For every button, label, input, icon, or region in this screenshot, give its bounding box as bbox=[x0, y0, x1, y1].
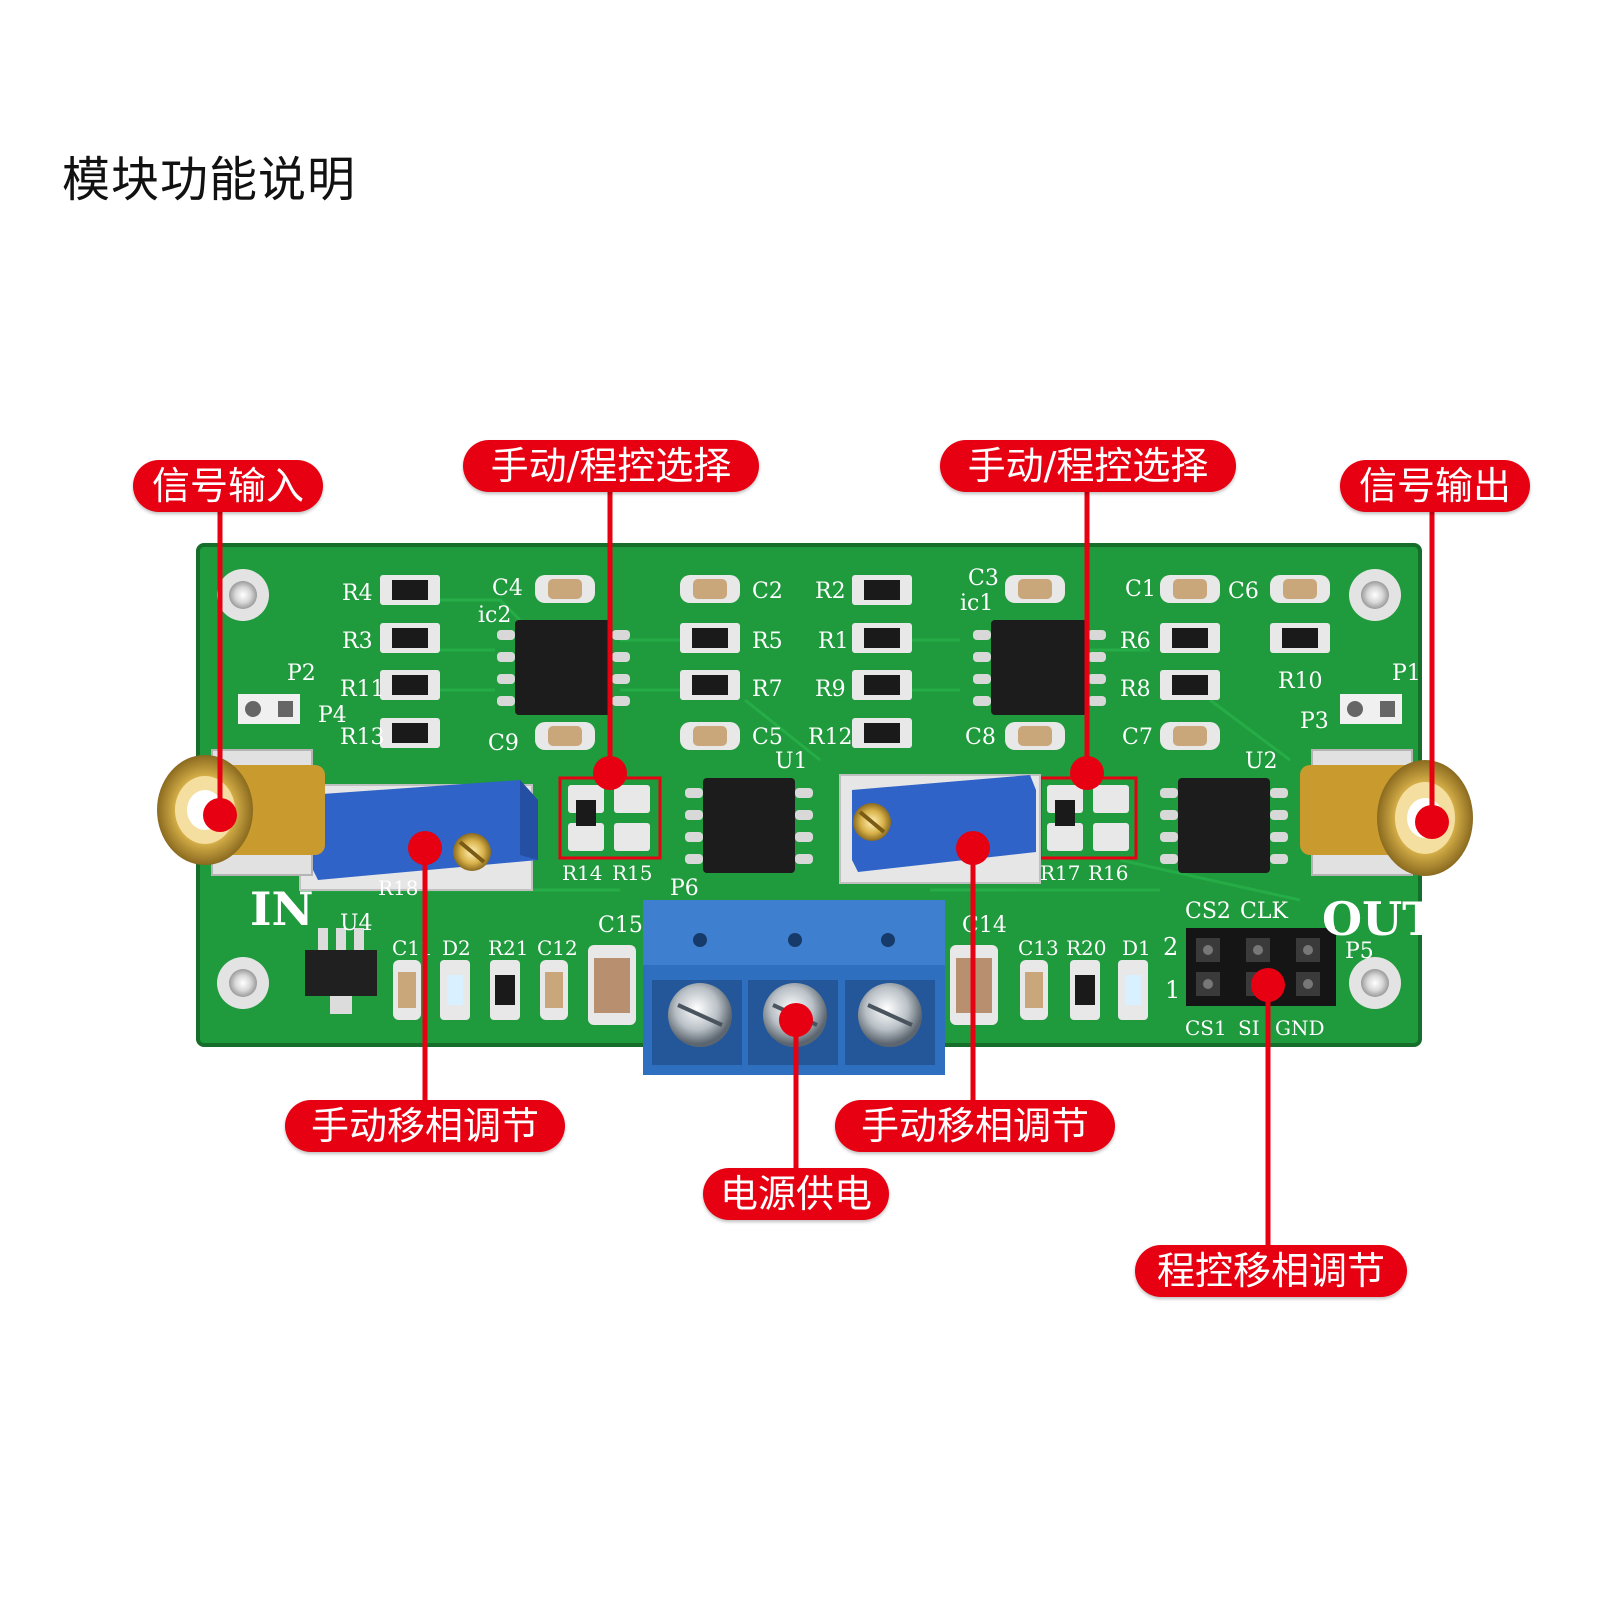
silk-p2: P2 bbox=[287, 661, 316, 686]
silk-ic1: ic1 bbox=[960, 591, 993, 616]
silk-r1: R1 bbox=[818, 629, 849, 654]
callout-select-left: 手动/程控选择 bbox=[463, 440, 759, 492]
silk-c14: C14 bbox=[962, 913, 1007, 938]
sma-connector-input bbox=[157, 749, 325, 876]
ic-chips bbox=[497, 620, 1288, 873]
silk-gnd: GND bbox=[1275, 1016, 1325, 1040]
silk-c3: C3 bbox=[968, 566, 999, 591]
callout-manual-left: 手动移相调节 bbox=[285, 1100, 565, 1152]
silk-r6: R6 bbox=[1120, 629, 1151, 654]
silk-p4: P4 bbox=[318, 703, 347, 728]
screw-terminal bbox=[643, 900, 945, 1075]
silk-r20: R20 bbox=[1066, 936, 1107, 960]
silk-c4: C4 bbox=[492, 576, 523, 601]
callout-signal-output: 信号输出 bbox=[1340, 460, 1530, 512]
silk-u1: U1 bbox=[775, 749, 808, 774]
silk-c6: C6 bbox=[1228, 579, 1259, 604]
silk-c1: C1 bbox=[1125, 577, 1156, 602]
silk-c9: C9 bbox=[488, 731, 519, 756]
silk-one: 1 bbox=[1165, 976, 1180, 1004]
silk-d2: D2 bbox=[442, 936, 471, 960]
silk-d1: D1 bbox=[1122, 936, 1151, 960]
silk-r10: R10 bbox=[1278, 669, 1323, 694]
header-p2 bbox=[238, 694, 300, 724]
silkscreen-labels: IN OUT R4 R3 R11 R13 P2 P4 C4 ic2 C9 C2 … bbox=[250, 566, 1436, 1040]
silk-r7: R7 bbox=[752, 677, 783, 702]
silk-c8: C8 bbox=[965, 725, 996, 750]
silk-r14: R14 bbox=[562, 861, 603, 885]
silk-r16: R16 bbox=[1088, 861, 1129, 885]
silk-ic2: ic2 bbox=[478, 603, 511, 628]
silk-r3: R3 bbox=[342, 629, 373, 654]
silk-c7: C7 bbox=[1122, 725, 1153, 750]
callout-power: 电源供电 bbox=[703, 1168, 889, 1220]
silk-r5: R5 bbox=[752, 629, 783, 654]
silk-c13: C13 bbox=[1018, 936, 1059, 960]
silk-si: SI bbox=[1238, 1016, 1260, 1040]
callout-program: 程控移相调节 bbox=[1135, 1245, 1407, 1297]
silk-r4: R4 bbox=[342, 581, 373, 606]
callout-leaders bbox=[217, 488, 1435, 1248]
silk-r12: R12 bbox=[808, 725, 853, 750]
callout-dots bbox=[203, 756, 1449, 1037]
silk-c2: C2 bbox=[752, 579, 783, 604]
mounting-holes bbox=[217, 569, 1401, 1009]
silk-u2: U2 bbox=[1245, 749, 1278, 774]
silk-p5: P5 bbox=[1345, 939, 1374, 964]
silk-c12: C12 bbox=[537, 936, 578, 960]
silk-c15: C15 bbox=[598, 913, 643, 938]
silk-clk: CLK bbox=[1240, 899, 1288, 924]
callout-signal-input: 信号输入 bbox=[133, 460, 323, 512]
silk-r2: R2 bbox=[815, 579, 846, 604]
silk-r9: R9 bbox=[815, 677, 846, 702]
sma-connector-output bbox=[1300, 749, 1473, 876]
callout-manual-right: 手动移相调节 bbox=[835, 1100, 1115, 1152]
silk-u4: U4 bbox=[340, 911, 373, 936]
smd-components bbox=[380, 575, 1330, 750]
silk-out: OUT bbox=[1322, 892, 1436, 946]
select-pads-left bbox=[558, 776, 662, 860]
silk-in: IN bbox=[250, 882, 314, 936]
callout-select-right: 手动/程控选择 bbox=[940, 440, 1236, 492]
silk-p3: P3 bbox=[1300, 709, 1329, 734]
silk-r11: R11 bbox=[340, 677, 385, 702]
potentiometer-right bbox=[839, 774, 1041, 884]
silk-p6: P6 bbox=[670, 876, 699, 901]
silk-c5: C5 bbox=[752, 725, 783, 750]
bottom-smd-row bbox=[305, 928, 1148, 1025]
silk-two: 2 bbox=[1163, 933, 1178, 961]
silk-r8: R8 bbox=[1120, 677, 1151, 702]
silk-r18: R18 bbox=[378, 876, 419, 900]
silk-r15: R15 bbox=[612, 861, 653, 885]
silk-cs2: CS2 bbox=[1185, 899, 1231, 924]
header-p1 bbox=[1340, 694, 1402, 724]
silk-p1: P1 bbox=[1392, 661, 1421, 686]
silk-r17: R17 bbox=[1040, 861, 1081, 885]
page-title: 模块功能说明 bbox=[62, 152, 357, 208]
silk-r21: R21 bbox=[488, 936, 529, 960]
silk-r13: R13 bbox=[340, 725, 385, 750]
silk-cs1: CS1 bbox=[1185, 1016, 1227, 1040]
